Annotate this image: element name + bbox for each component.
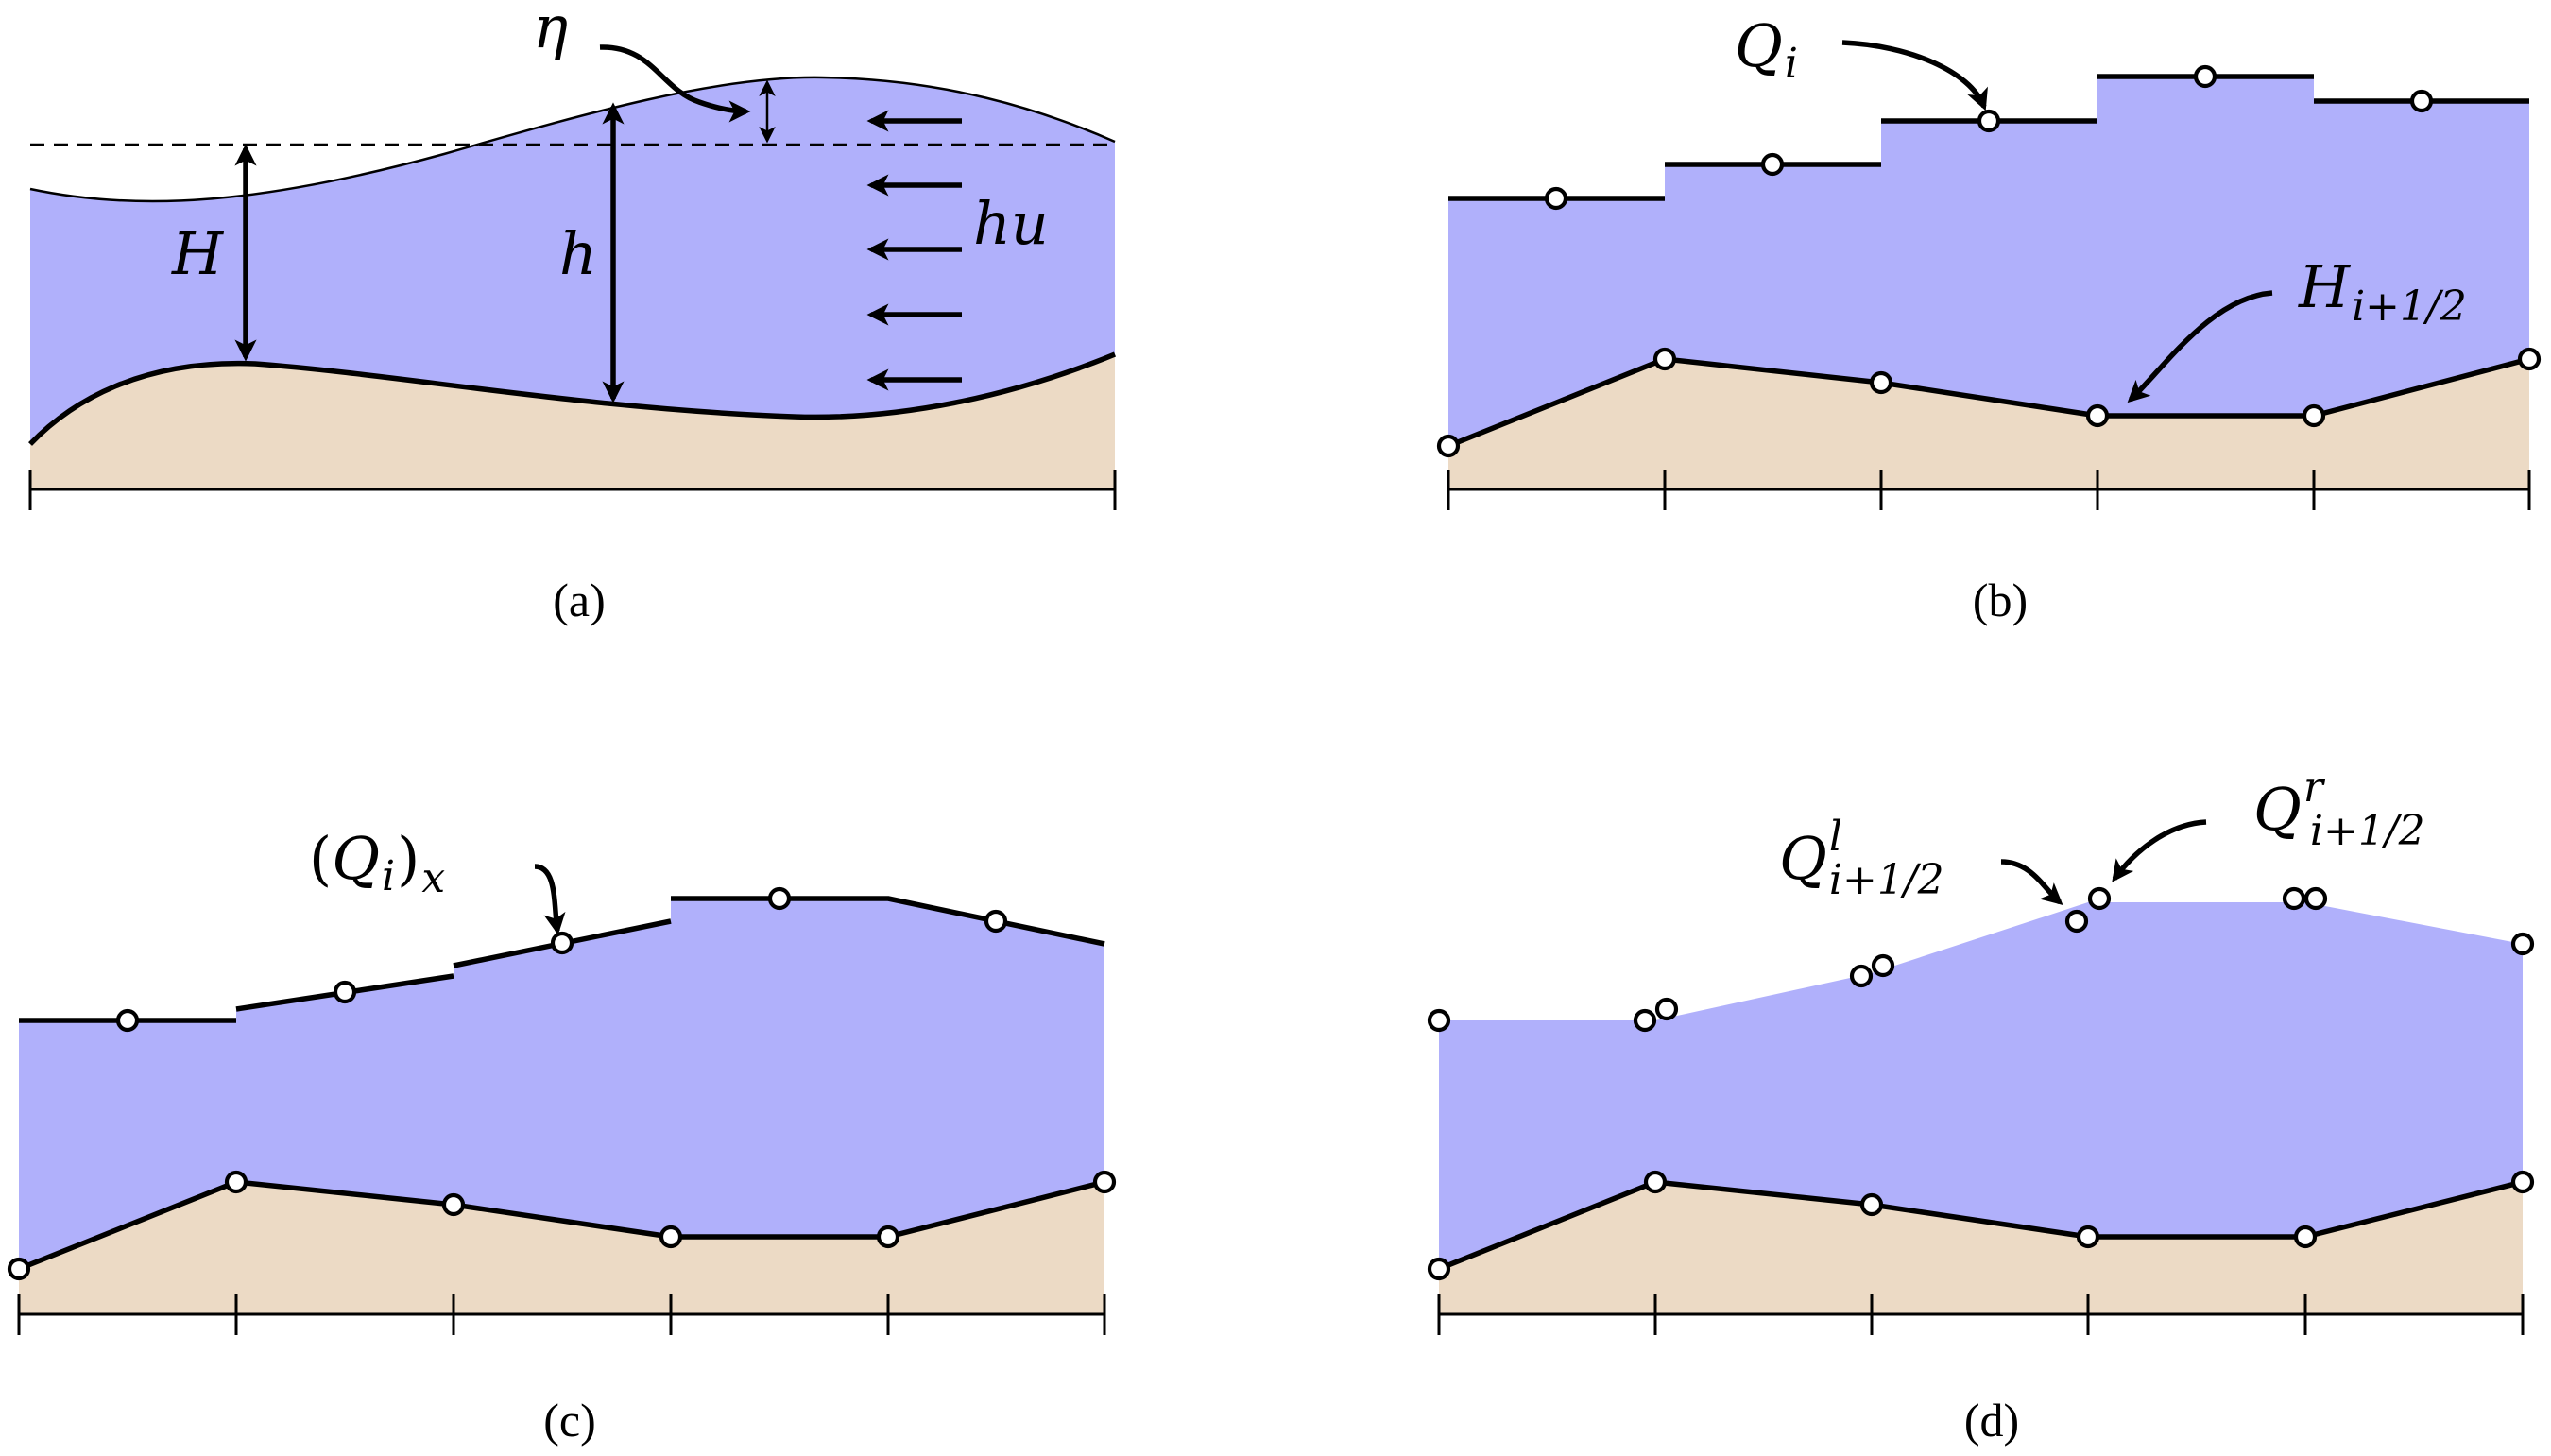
- node-marker: [2087, 886, 2112, 911]
- node-marker: [1869, 370, 1893, 395]
- bed-line: [28, 351, 1117, 446]
- node-marker: [659, 1225, 683, 1249]
- node-marker: [1871, 953, 1895, 978]
- Q-pointer: [1841, 40, 1988, 111]
- interface-value-markers: [1427, 886, 2535, 1033]
- axis-b: [1447, 470, 2531, 510]
- node-markers: [1436, 64, 2542, 458]
- bed-line: [1447, 356, 2530, 449]
- axis-d: [1437, 1294, 2525, 1335]
- bed-line: [1437, 1179, 2524, 1272]
- node-marker: [2076, 1225, 2100, 1249]
- node-marker: [2517, 347, 2542, 371]
- node-markers: [7, 886, 1117, 1281]
- node-markers: [1427, 1170, 2535, 1281]
- water-region: [1439, 902, 2523, 1269]
- caption-c: (c): [543, 1394, 596, 1447]
- node-marker: [1436, 434, 1461, 458]
- bed-region: [1439, 1182, 2523, 1314]
- water-region: [1448, 77, 2529, 446]
- node-marker: [1544, 186, 1568, 211]
- node-marker: [1427, 1257, 1451, 1281]
- bed-region: [1448, 359, 2529, 489]
- node-marker: [333, 980, 357, 1004]
- node-marker: [1859, 1192, 1884, 1217]
- panel-b: Qi Hi+1/2 (b): [1436, 11, 2542, 626]
- node-marker: [2409, 89, 2434, 113]
- caption-d: (d): [1964, 1394, 2019, 1447]
- node-marker: [115, 1008, 140, 1033]
- node-marker: [1977, 109, 2001, 133]
- node-marker: [876, 1225, 900, 1249]
- node-marker: [7, 1257, 31, 1281]
- label-H: H: [171, 219, 225, 288]
- node-marker: [767, 886, 792, 911]
- node-marker: [2510, 1170, 2535, 1194]
- node-marker: [2303, 886, 2328, 911]
- node-marker: [1760, 152, 1785, 177]
- node-marker: [224, 1170, 248, 1194]
- node-marker: [2282, 886, 2306, 911]
- node-marker: [1427, 1008, 1451, 1033]
- bed-region: [30, 354, 1115, 489]
- water-region: [19, 899, 1104, 1269]
- H-pointer: [2127, 290, 2273, 403]
- node-marker: [1652, 347, 1677, 371]
- label-H-half: Hi+1/2: [2298, 252, 2467, 331]
- node-marker: [1633, 1008, 1657, 1033]
- panel-a: η H h hu (a): [28, 0, 1117, 626]
- Qr-pointer: [2112, 819, 2207, 882]
- node-marker: [1654, 997, 1679, 1021]
- water-region: [30, 77, 1115, 444]
- node-marker: [1643, 1170, 1668, 1194]
- node-marker: [1092, 1170, 1117, 1194]
- axis-c: [17, 1294, 1106, 1335]
- node-marker: [2302, 403, 2326, 428]
- node-marker: [441, 1192, 466, 1217]
- axis-a: [28, 470, 1117, 510]
- node-marker: [1849, 964, 1874, 988]
- node-marker: [550, 931, 574, 955]
- panel-c: (Qi)x (c): [7, 824, 1117, 1447]
- bed-region: [19, 1182, 1104, 1314]
- label-h: h: [559, 219, 597, 288]
- label-eta: η: [533, 0, 568, 61]
- label-Qi-x: (Qi)x: [309, 824, 445, 902]
- bed-line: [17, 1179, 1105, 1272]
- slope-pointer: [534, 864, 566, 935]
- eta-pointer: [599, 44, 751, 123]
- label-Qi: Qi: [1735, 11, 1798, 88]
- node-marker: [2064, 909, 2089, 934]
- node-marker: [984, 909, 1008, 934]
- node-marker: [2510, 932, 2535, 956]
- label-hu: hu: [973, 189, 1049, 258]
- caption-b: (b): [1973, 574, 2028, 626]
- node-marker: [2085, 403, 2110, 428]
- caption-a: (a): [553, 574, 606, 626]
- node-marker: [2193, 64, 2217, 89]
- Ql-pointer: [2000, 859, 2063, 906]
- node-marker: [2293, 1225, 2318, 1249]
